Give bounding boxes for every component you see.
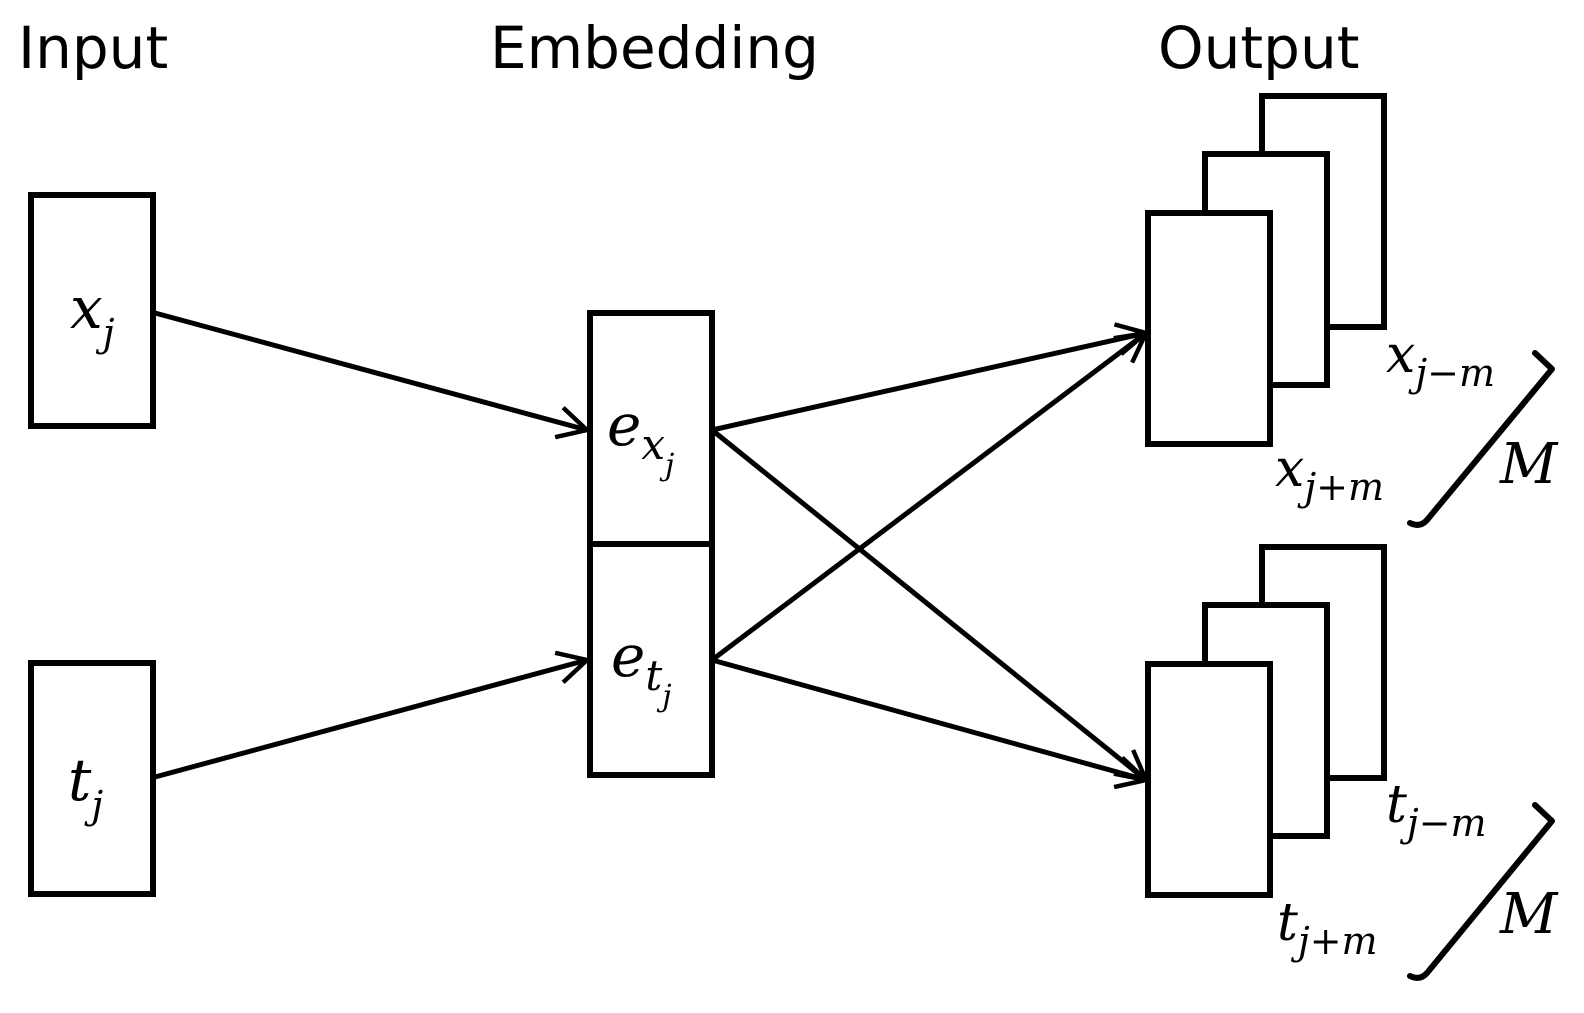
embedding-x-sub: x [641, 420, 665, 469]
embedding-t-label: etj [611, 622, 672, 714]
output-t-back-sub: j−m [1400, 801, 1487, 845]
output-t-back-label: tj−m [1386, 775, 1487, 845]
output-x-front-label: xj+m [1275, 439, 1384, 509]
output-x-back-label: xj−m [1386, 325, 1495, 395]
arrow-embedding-t-to-output-x [710, 333, 1146, 662]
output-x-box-front [1145, 210, 1273, 447]
output-x-brace [1407, 350, 1555, 528]
output-x-front-base: x [1275, 439, 1304, 499]
input-header: Input [18, 14, 168, 82]
arrow-embedding-x-to-output-x [711, 333, 1146, 433]
output-x-back-base: x [1386, 325, 1415, 385]
input-t-box [28, 660, 156, 897]
output-x-back-sub: j−m [1408, 351, 1495, 395]
output-t-count: M [1499, 882, 1559, 947]
output-x-count: M [1499, 432, 1559, 497]
output-t-box-front [1145, 661, 1273, 898]
input-t-base: t [68, 746, 92, 814]
arrow-embedding-t-to-output-t [711, 657, 1146, 780]
arrow-input-x-to-embedding-x [154, 310, 587, 430]
input-x-box [28, 192, 156, 429]
embedding-t-base: e [611, 622, 645, 690]
output-t-back-base: t [1386, 775, 1407, 835]
output-header: Output [1158, 14, 1359, 82]
arrow-input-t-to-embedding-t [154, 660, 587, 780]
embedding-x-base: e [607, 391, 641, 459]
output-t-front-label: tj+m [1277, 893, 1378, 963]
output-t-brace [1407, 802, 1555, 981]
output-t-front-sub: j+m [1291, 919, 1378, 963]
embedding-t-sub: t [645, 651, 662, 700]
arrow-embedding-x-to-output-t [710, 428, 1146, 780]
output-t-front-base: t [1277, 893, 1298, 953]
input-x-base: x [70, 274, 103, 342]
output-x-front-sub: j+m [1297, 465, 1384, 509]
embedding-header: Embedding [490, 14, 819, 82]
embedding-x-box [587, 310, 715, 547]
